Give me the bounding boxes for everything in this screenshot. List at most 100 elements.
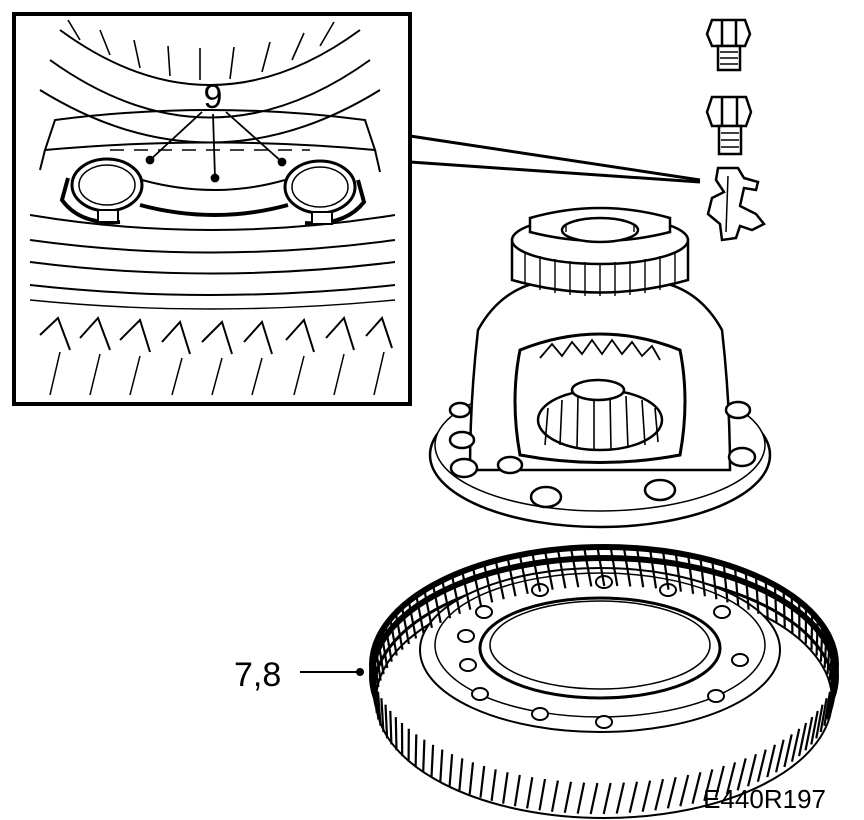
crown-wheel-tooth [609, 546, 619, 587]
crown-wheel-tooth [494, 560, 505, 600]
crown-wheel-tooth [407, 600, 418, 639]
inset-frame [12, 12, 412, 406]
crown-wheel-tooth [441, 580, 452, 619]
crown-wheel-tooth [415, 595, 425, 634]
crown-wheel-tooth [790, 595, 794, 634]
crown-wheel-tooth [649, 549, 658, 589]
crown-wheel-tooth [483, 563, 494, 603]
crown-wheel-tooth [747, 753, 757, 787]
crown-wheel-tooth [471, 567, 483, 607]
crown-wheel-tooth [628, 781, 639, 814]
crown-wheel-tooth [422, 739, 426, 773]
bolt-upper [705, 18, 752, 72]
crown-wheel-tooth [569, 547, 580, 588]
crown-wheel-tooth [810, 612, 814, 650]
crown-wheel-tooth [602, 782, 612, 815]
crown-wheel-tooth [502, 772, 509, 804]
crown-wheel-tooth [815, 619, 819, 656]
crown-wheel-tooth [394, 717, 398, 751]
crown-wheel-tooth [576, 782, 586, 814]
crown-wheel-tooth [374, 644, 382, 681]
crown-wheel-tooth [679, 774, 690, 807]
crown-wheel-tooth [736, 758, 747, 791]
crown-wheel-tooth [376, 691, 382, 726]
bolt-lower [705, 95, 753, 156]
crown-wheel-tooth [815, 704, 824, 739]
crown-wheel-tooth [744, 571, 750, 610]
crown-wheel-tooth [711, 560, 718, 600]
crown-wheel-tooth [641, 780, 652, 812]
crown-wheel-tooth [556, 549, 567, 589]
reference-code: E440R197 [703, 784, 826, 814]
crown-wheel-tooth [798, 722, 808, 757]
crown-wheel-tooth [691, 772, 702, 804]
crown-wheel-tooth [654, 778, 665, 811]
crown-wheel-tooth [538, 778, 547, 811]
crown-wheel-tooth [766, 744, 776, 778]
crown-wheel-tooth [451, 575, 461, 615]
crown-wheel-tooth [589, 782, 599, 815]
crown-wheel-tooth [819, 625, 824, 662]
crown-wheel-tooth [468, 762, 475, 795]
crown-wheel-tooth [661, 550, 670, 590]
crown-wheel-tooth [819, 698, 828, 733]
crown-wheel-tooth [674, 552, 682, 592]
crown-wheel-tooth [687, 554, 695, 594]
crown-wheel-tooth [479, 765, 486, 798]
crown-wheel-tooth [583, 547, 593, 587]
crown-wheel-tooth [828, 644, 834, 681]
crown-wheel-tooth [384, 625, 393, 662]
crown-wheel [369, 544, 839, 819]
inset-connector-lines [409, 134, 701, 184]
crown-wheel-tooth [531, 552, 542, 592]
crown-wheel-tooth [783, 734, 793, 768]
crown-wheel-tooth [394, 612, 404, 650]
crown-wheel-tooth [370, 664, 378, 701]
crown-wheel-tooth [782, 590, 786, 628]
crown-wheel-tooth [372, 651, 380, 688]
callout-7-8-leader [300, 668, 364, 676]
crown-wheel-tooth [615, 782, 625, 814]
crown-wheel-tooth [376, 638, 385, 675]
crown-wheel-tooth [439, 749, 444, 782]
crown-wheel-tooth [830, 658, 837, 694]
crown-wheel-tooth [699, 557, 706, 597]
crown-wheel-tooth [490, 769, 497, 801]
crown-wheel-tooth [764, 580, 769, 619]
crown-wheel-tooth [380, 631, 389, 669]
crown-wheel-tooth [754, 575, 760, 614]
crown-wheel-tooth [666, 776, 677, 809]
crown-wheel-tooth [823, 691, 832, 726]
crown-wheel-tooth [725, 762, 737, 795]
crown-wheel-tooth [826, 638, 832, 675]
crown-wheel-tooth [622, 547, 632, 587]
crown-wheel-tooth [722, 563, 729, 603]
callout-9-leaders [145, 111, 287, 183]
crown-wheel-tooth [430, 744, 435, 778]
crown-wheel-tooth [461, 571, 472, 610]
crown-wheel-tooth [384, 704, 389, 739]
crown-wheel-tooth [596, 546, 606, 587]
crown-wheel-tooth [703, 769, 714, 802]
crown-wheel-tooth [380, 698, 385, 733]
crown-wheel-tooth [513, 774, 521, 807]
crown-wheel-tooth [414, 734, 418, 768]
detail-inset: 9 [12, 12, 412, 406]
crown-wheel-tooth [458, 758, 464, 791]
crown-wheel-tooth [448, 754, 454, 787]
crown-wheel-tooth [518, 554, 529, 595]
bearing-cap-part [706, 166, 766, 242]
crown-wheel-tooth [823, 631, 828, 668]
crown-wheel-tooth [635, 548, 645, 588]
crown-wheel-tooth [371, 658, 378, 694]
crown-wheel-tooth [733, 567, 740, 606]
differential-case [428, 206, 772, 529]
crown-wheel-tooth [810, 710, 819, 745]
crown-wheel-tooth [543, 550, 554, 590]
crown-wheel-tooth [550, 780, 559, 812]
crown-wheel-tooth [432, 584, 442, 624]
crown-wheel-tooth [775, 739, 785, 773]
crown-wheel-tooth [423, 590, 433, 629]
callout-label-7-8: 7,8 [234, 656, 281, 694]
